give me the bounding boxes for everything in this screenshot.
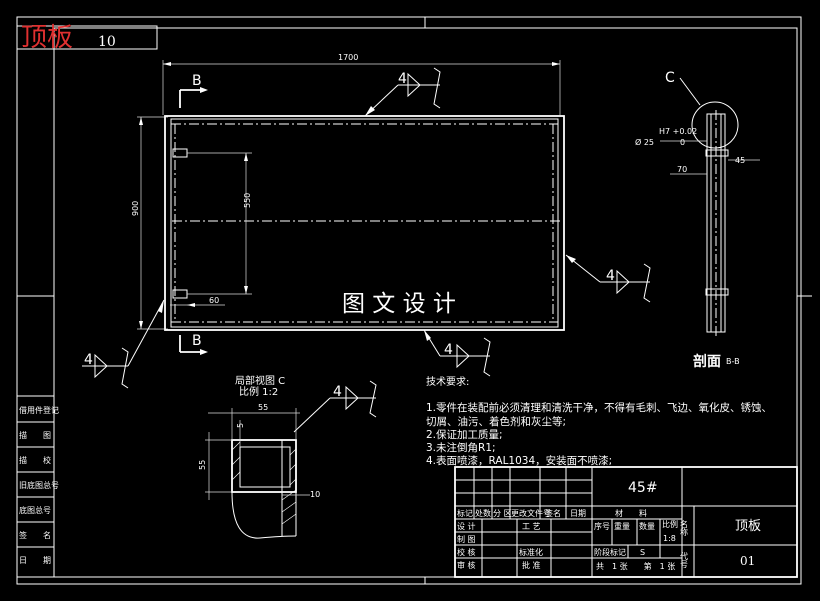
dim-height: 900 — [131, 201, 140, 216]
section-ref: B-B — [726, 357, 740, 366]
outer-frame — [16, 16, 802, 585]
fit-low: 0 — [680, 138, 685, 147]
section-title: 剖面 — [693, 353, 721, 370]
tb-scale-label: 比例 — [662, 519, 678, 529]
weld-left: 4 — [84, 352, 93, 368]
corner-code: 10 — [98, 34, 116, 50]
dim-45: 45 — [735, 156, 745, 165]
tech-req-2: 2.保证加工质量; — [426, 428, 503, 441]
local-dim-55-v: 55 — [198, 460, 207, 470]
tb-row-check: 校 核 — [457, 547, 476, 557]
tech-req-heading: 技术要求: — [426, 375, 469, 388]
local-weld: 4 — [333, 384, 342, 400]
strip-1: 描 图 — [19, 430, 51, 440]
section-view: C H7 +0.02 0 Ø 25 45 70 剖面 B-B — [635, 70, 760, 370]
tb-rev-5: 日期 — [570, 509, 586, 518]
weld-top: 4 — [398, 71, 407, 87]
left-strip: 借用件登记 描 图 描 校 旧底图总号 底图总号 签 名 日 期 — [16, 395, 59, 578]
corner-title: 顶板 — [21, 23, 73, 53]
strip-5: 签 名 — [19, 530, 51, 540]
local-view-title: 局部视图 C — [235, 374, 285, 387]
strip-6: 日 期 — [19, 556, 51, 565]
weld-right: 4 — [606, 268, 615, 284]
tb-rev-3: 更改文件号 — [511, 508, 551, 518]
dim-inner: 550 — [243, 193, 252, 208]
tb-approve: 批 准 — [522, 560, 541, 570]
fit-tolerance: H7 +0.02 — [659, 127, 697, 136]
local-dim-5: 5 — [236, 423, 245, 428]
tb-rev-1: 处数 — [475, 508, 491, 518]
dim-offset: 60 — [209, 296, 219, 305]
tb-material-label: 材 料 — [615, 508, 647, 518]
local-view-scale: 比例 1:2 — [239, 385, 278, 398]
title-block: 45# 顶板 01 标记 处数 分 区 更改文件号 签名 日期 设 计 制 图 … — [454, 466, 798, 578]
local-dim-55-h: 55 — [258, 403, 268, 412]
section-mark-top: B — [192, 73, 202, 89]
tb-sheets: 共 1 张 第 1 张 — [596, 561, 675, 571]
tb-scale: 1:8 — [663, 534, 676, 543]
tech-req-1b: 切屑、油污、着色剂和灰尘等; — [426, 415, 566, 428]
tb-rev-0: 标记 — [457, 508, 473, 518]
tech-req-1: 1.零件在装配前必须清理和清洗干净，不得有毛刺、飞边、氧化皮、锈蚀、 — [426, 401, 772, 414]
section-mark-bottom: B — [192, 333, 202, 349]
tb-seq: 序号 — [594, 521, 610, 531]
tech-requirements: 技术要求: 1.零件在装配前必须清理和清洗干净，不得有毛刺、飞边、氧化皮、锈蚀、… — [426, 375, 772, 467]
strip-0: 借用件登记 — [19, 405, 59, 415]
diameter: Ø 25 — [635, 137, 654, 147]
tb-rev-4: 签名 — [545, 508, 561, 518]
tb-rev-2: 分 区 — [493, 509, 512, 518]
tb-stage: 阶段标记 — [594, 547, 626, 557]
strip-2: 描 校 — [19, 455, 51, 465]
tb-row-audit: 审 核 — [457, 560, 476, 570]
tb-part-code: 01 — [740, 554, 755, 568]
tb-process: 工 艺 — [522, 522, 541, 531]
local-dim-10: 10 — [310, 490, 320, 499]
local-view: 局部视图 C 比例 1:2 55 55 5 — [198, 374, 377, 539]
tb-name-label: 名称 — [680, 519, 689, 537]
strip-4: 底图总号 — [19, 505, 51, 515]
main-view: 1700 900 550 60 B — [82, 53, 651, 389]
dim-70: 70 — [677, 165, 687, 174]
tb-qty: 数量 — [639, 521, 655, 531]
tb-standard: 标准化 — [519, 547, 543, 557]
tb-weight: 重量 — [614, 521, 630, 531]
tb-code-label: 代号 — [680, 551, 689, 569]
detail-c-label: C — [665, 70, 675, 86]
tb-material: 45# — [628, 480, 658, 496]
strip-3: 旧底图总号 — [19, 480, 59, 490]
tech-req-3: 3.未注倒角R1; — [426, 441, 496, 454]
dim-length: 1700 — [338, 53, 358, 62]
watermark: 图 文 设 计 — [342, 291, 456, 317]
tb-row-design: 设 计 — [457, 521, 476, 531]
weld-bottom: 4 — [444, 342, 453, 358]
tb-stage-mark: S — [640, 548, 645, 557]
tb-row-draw: 制 图 — [457, 534, 476, 544]
tech-req-4: 4.表面喷漆，RAL1034，安装面不喷漆; — [426, 454, 612, 467]
tb-part-name: 顶板 — [735, 519, 761, 534]
